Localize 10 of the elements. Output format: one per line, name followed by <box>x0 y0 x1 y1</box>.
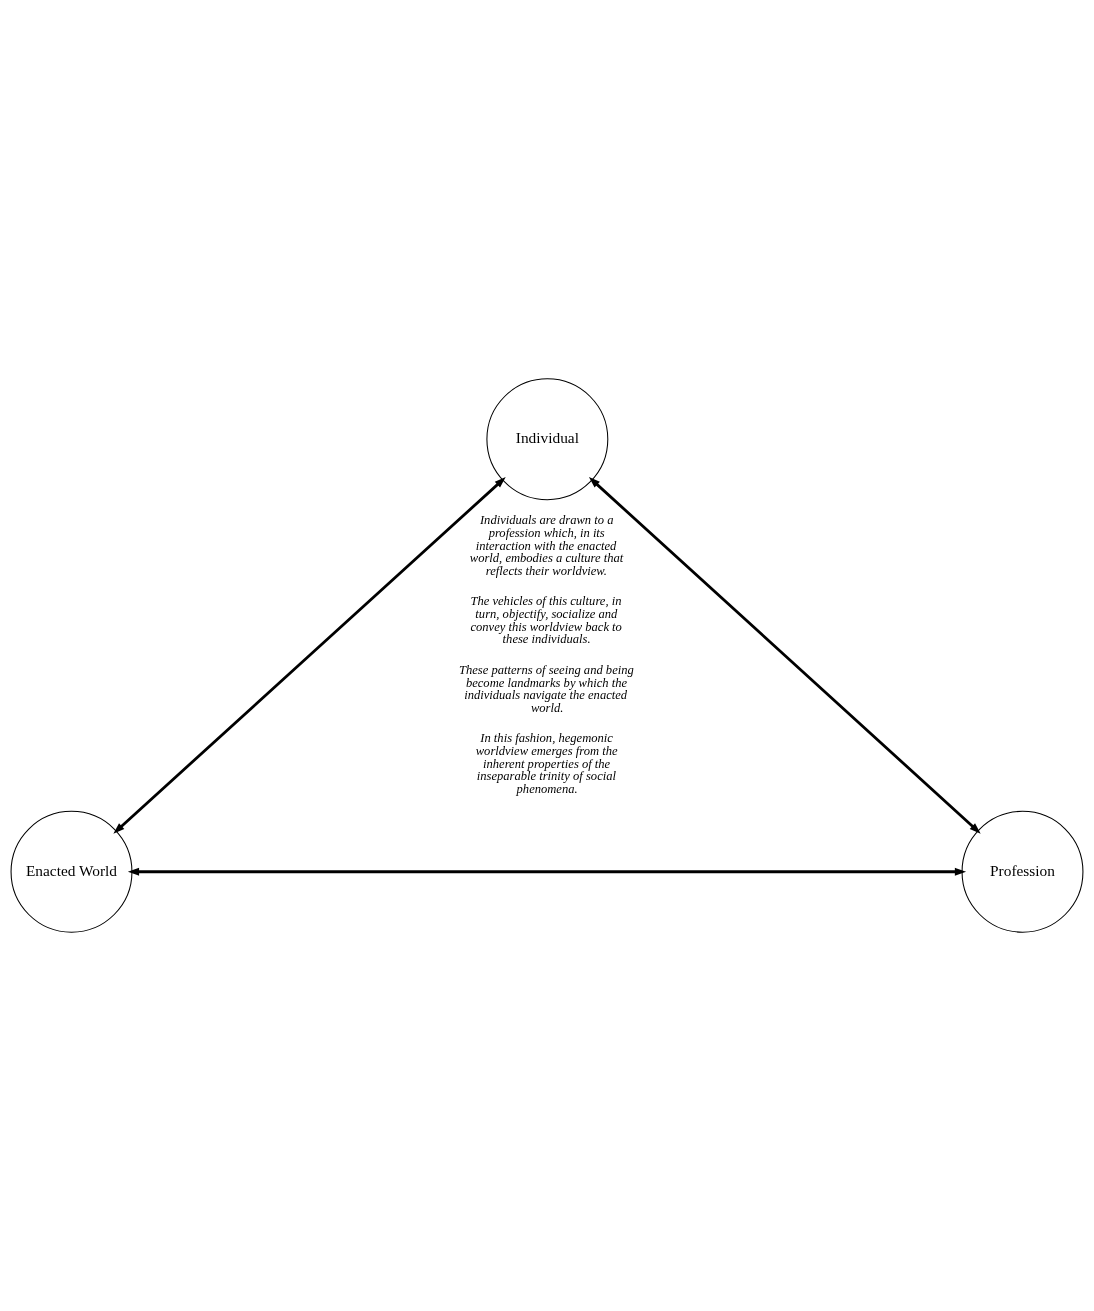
node-circle: Individual <box>486 378 609 501</box>
node-circle: Enacted World <box>10 810 133 933</box>
arrow <box>588 477 981 834</box>
label: In this fashion, hegemonic worldview emerges from the inherent properties of the inseparable trinity of social phenomena. <box>475 731 618 796</box>
label: The vehicles of this culture, in turn, objectify, socialize and convey this worldview back to these individuals. <box>470 594 622 647</box>
arrow <box>127 867 967 876</box>
label: Individuals are drawn to a profession which, in its interaction with the enacted world, embodies a culture that reflects their worldview. <box>469 513 624 578</box>
arrow <box>113 477 506 834</box>
label: These patterns of seeing and being become landmarks by which the individuals navigate the enacted world. <box>458 662 634 715</box>
node-circle: Profession <box>961 810 1084 933</box>
